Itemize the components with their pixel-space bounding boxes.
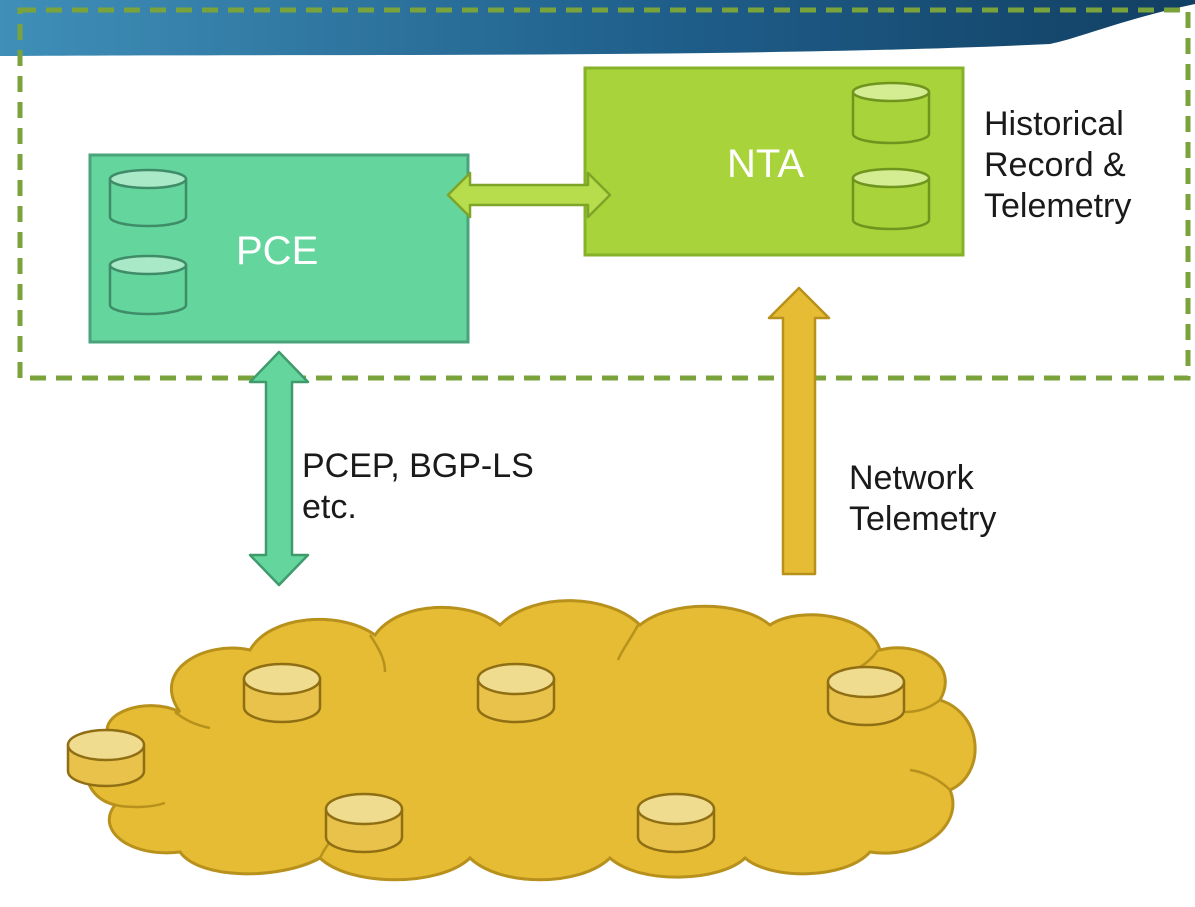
pcep-label-line: PCEP, BGP-LS [302, 447, 534, 485]
nta-label: NTA [727, 142, 805, 186]
router-icon [242, 662, 322, 724]
router-icon [66, 728, 146, 788]
network-cloud [84, 599, 977, 882]
header-banner [0, 0, 1195, 56]
historical-label: Historical Record & Telemetry [984, 104, 1131, 227]
telemetry-label-line: Telemetry [849, 500, 997, 538]
router-icon [324, 792, 404, 854]
router-icon [636, 792, 716, 854]
router-icon [826, 665, 906, 727]
pcep-label-line: etc. [302, 488, 357, 526]
database-icon [108, 254, 188, 316]
database-icon [851, 81, 931, 145]
historical-label-line: Record & [984, 146, 1126, 184]
pcep-label: PCEP, BGP-LS etc. [302, 446, 534, 528]
pce-box [88, 153, 470, 344]
pcep-double-arrow [248, 350, 310, 587]
pce-nta-arrow [446, 171, 612, 219]
router-icon [476, 662, 556, 724]
telemetry-label: Network Telemetry [849, 458, 996, 540]
historical-label-line: Historical [984, 105, 1124, 143]
database-icon [108, 168, 188, 228]
pce-label: PCE [236, 229, 319, 273]
historical-label-line: Telemetry [984, 187, 1132, 225]
telemetry-label-line: Network [849, 459, 974, 497]
nta-box [583, 66, 965, 257]
telemetry-arrow [767, 286, 831, 576]
database-icon [851, 167, 931, 231]
controller-boundary [17, 7, 1191, 381]
